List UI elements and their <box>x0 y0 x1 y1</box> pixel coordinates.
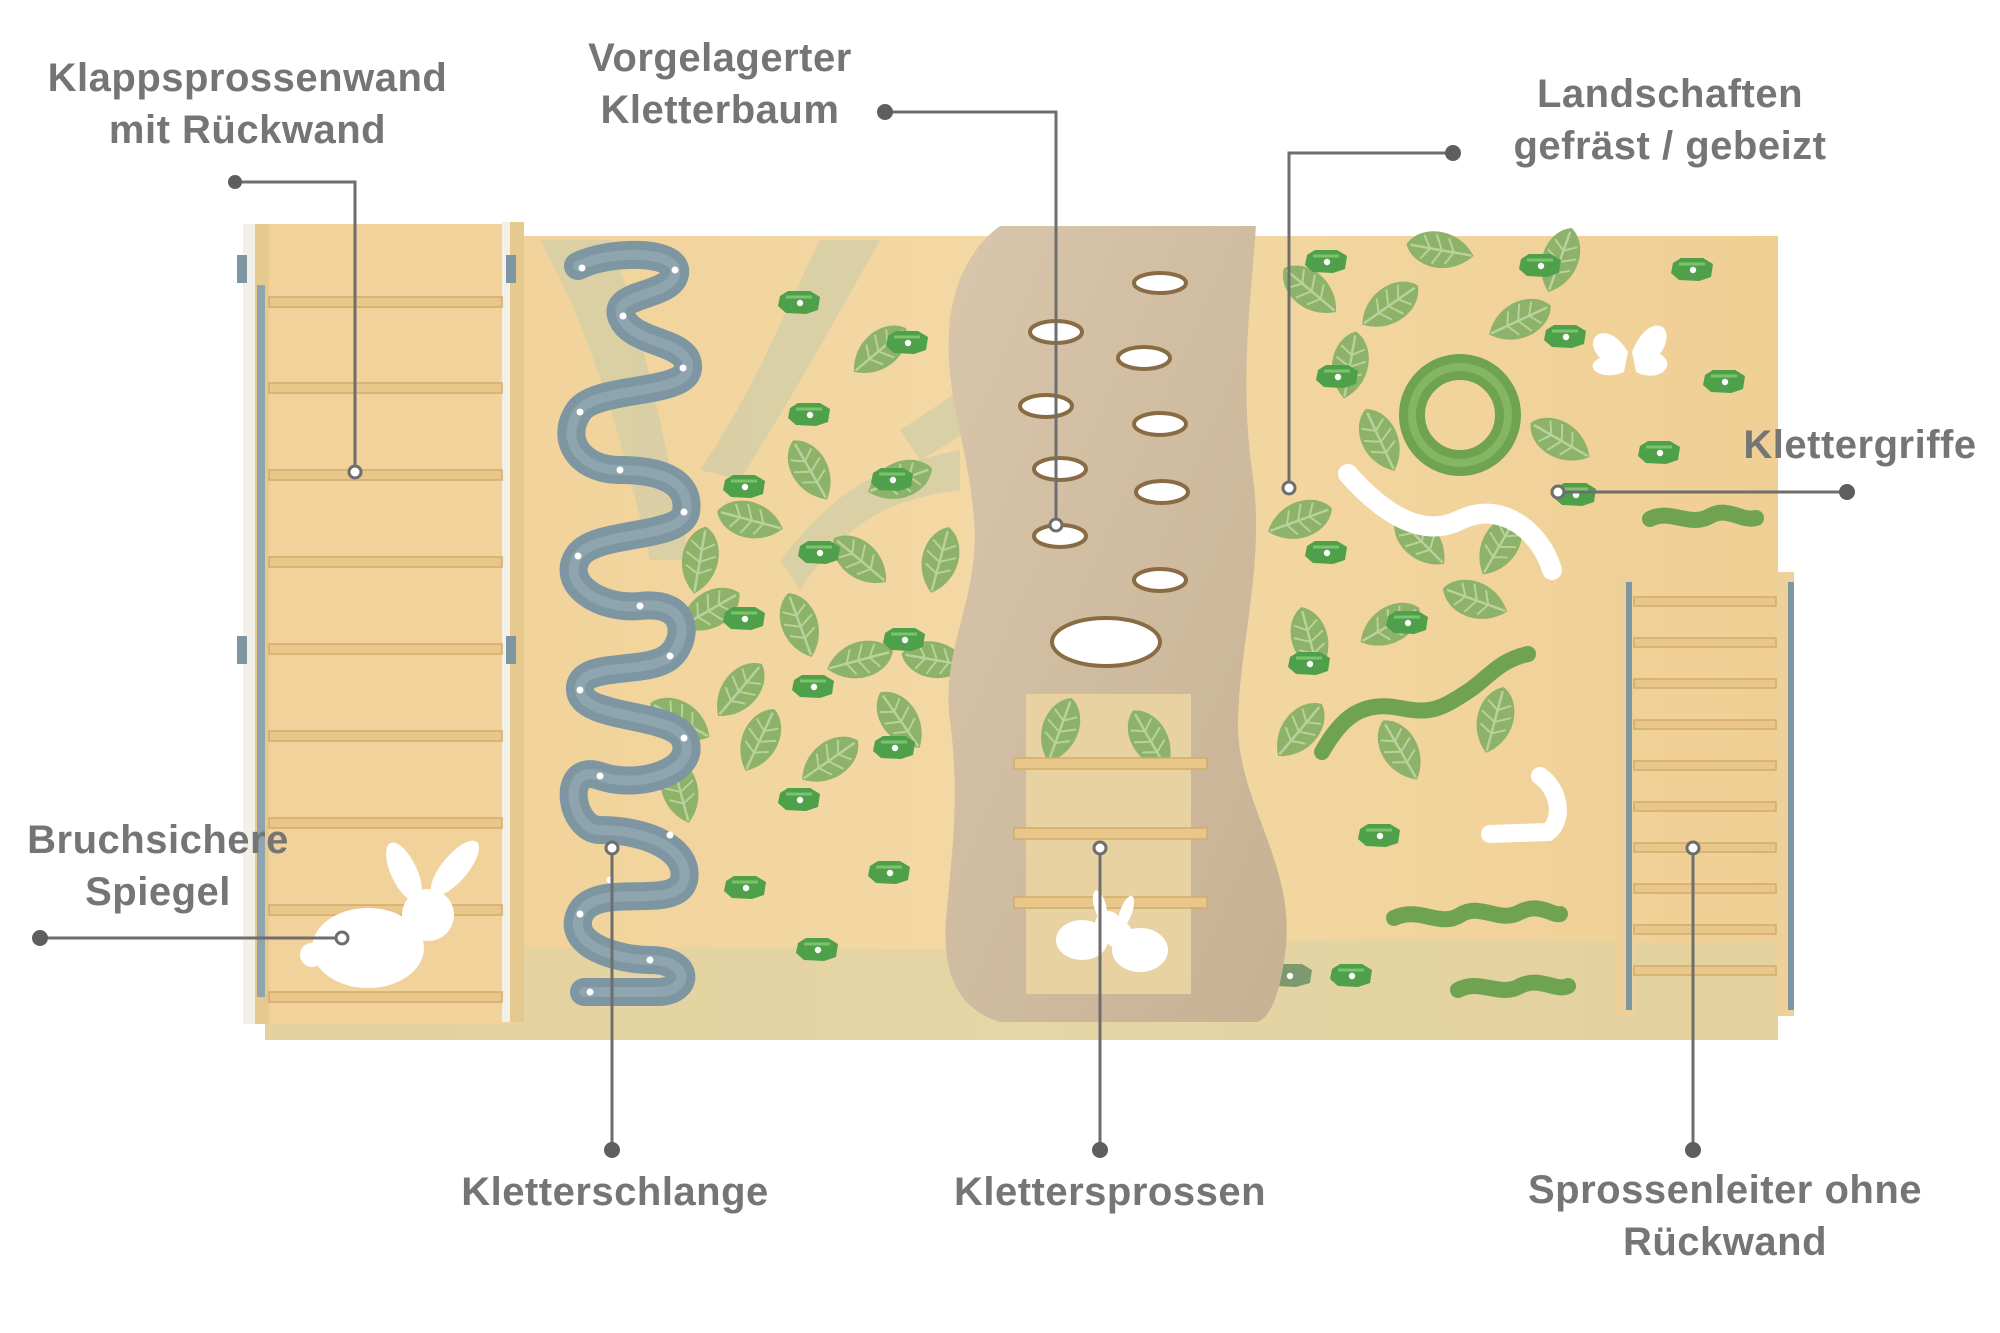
callout-end-dots <box>32 104 1855 1158</box>
green-wave-holds <box>1314 504 1764 998</box>
label-landschaften: Landschaften gefräst / gebeizt <box>1480 68 1860 172</box>
white-wave-hold <box>1338 464 1562 580</box>
ring-hold <box>1399 354 1521 476</box>
label-klettersprossen: Klettersprossen <box>925 1166 1295 1218</box>
mirror-bunny <box>300 840 480 988</box>
label-sprossenleiter: Sprossenleiter ohne Rückwand <box>1490 1164 1960 1268</box>
tree-holes <box>1018 271 1190 668</box>
callout-lines <box>40 110 1847 1150</box>
snake-dots <box>574 264 688 996</box>
label-kletterbaum: Vorgelagerter Kletterbaum <box>545 32 895 136</box>
label-landschaften-line2: gefräst / gebeizt <box>1513 124 1827 168</box>
label-spiegel: Bruchsichere Spiegel <box>8 814 308 918</box>
butterfly-mirror <box>1592 325 1668 376</box>
label-kletterschlange-line1: Kletterschlange <box>461 1170 769 1214</box>
sprossenleiter-ladder <box>1616 572 1794 1016</box>
label-spiegel-line2: Spiegel <box>85 870 231 914</box>
label-kletterschlange: Kletterschlange <box>440 1166 790 1218</box>
label-sprossenleiter-line2: Rückwand <box>1622 1220 1828 1264</box>
klettersprossen-rungs <box>1013 757 1208 909</box>
tree-bunnies <box>1056 890 1168 972</box>
label-spiegel-line1: Bruchsichere <box>27 818 289 862</box>
boomerang-hold <box>1481 767 1567 843</box>
label-klappsprossenwand-line1: Klappsprossenwand <box>47 56 448 100</box>
label-klettergriffe-line1: Klettergriffe <box>1743 423 1977 467</box>
klappsprossenwand-ladder <box>237 222 524 1024</box>
label-landschaften-line1: Landschaften <box>1536 72 1804 116</box>
label-klappsprossenwand: Klappsprossenwand mit Rückwand <box>20 52 475 156</box>
label-kletterbaum-line2: Kletterbaum <box>600 88 840 132</box>
label-sprossenleiter-line1: Sprossenleiter ohne <box>1527 1168 1923 1212</box>
label-klettergriffe: Klettergriffe <box>1735 419 1985 471</box>
label-klappsprossenwand-line2: mit Rückwand <box>108 108 387 152</box>
callout-anchor-dots <box>334 464 1701 946</box>
label-klettersprossen-line1: Klettersprossen <box>953 1170 1267 1214</box>
label-kletterbaum-line1: Vorgelagerter <box>588 36 852 80</box>
